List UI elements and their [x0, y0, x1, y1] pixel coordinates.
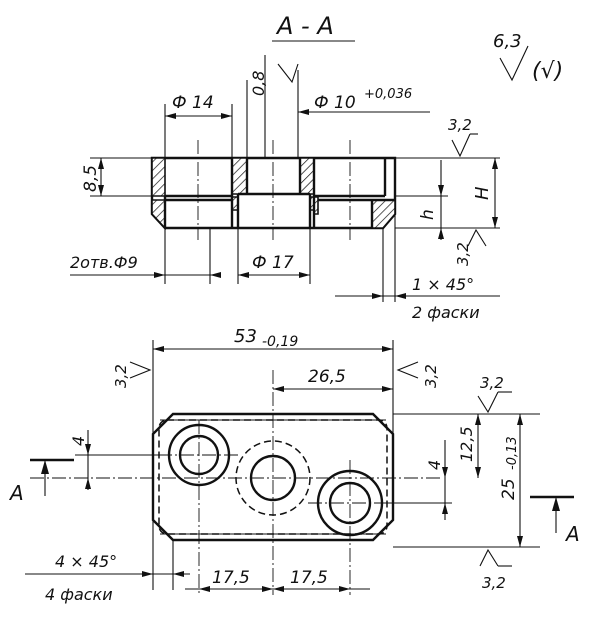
roughness-top-value: 3,2	[448, 116, 472, 134]
corner-chamfer-count: 4 фаски	[45, 585, 113, 604]
section-title: А - А	[275, 12, 334, 40]
dim-chamfer-depth: 0,8	[249, 71, 268, 96]
section-title-group: А - А	[272, 12, 355, 42]
dim-height: 25	[499, 478, 519, 500]
roughness-bottom-value: 3,2	[454, 242, 472, 266]
plan-view: 53 -0,19 26,5 3,2 3,2 3,2 4 4 12,5	[8, 326, 580, 604]
dim-offset-left: 4	[69, 436, 88, 446]
roughness-plan-bottom: 3,2	[482, 574, 506, 592]
section-view: Ф 14 0,8 Ф 10 +0,036 8,5 H h 3,2	[70, 55, 500, 322]
dim-counterbore-depth: 8,5	[81, 165, 101, 192]
hatch-right-bottom	[371, 199, 396, 229]
roughness-plan-top-icon	[477, 391, 499, 414]
general-roughness-value: 6,3	[493, 31, 522, 52]
roughness-plan-left-icon	[129, 361, 152, 379]
dim-half-height: 12,5	[457, 426, 476, 462]
dim-half-width: 26,5	[308, 367, 346, 387]
dim-offset-right: 4	[425, 460, 444, 470]
hole-right-outer	[316, 469, 384, 537]
roughness-top-icon	[451, 133, 471, 158]
dim-width-tol: -0,19	[262, 334, 298, 350]
general-roughness: 6,3 (√)	[493, 31, 563, 84]
roughness-plan-top: 3,2	[480, 374, 504, 392]
roughness-bottom-icon	[467, 228, 487, 247]
dim-height-inner: h	[418, 209, 438, 220]
roughness-plan-right-icon	[396, 361, 419, 379]
hatch-web-left	[231, 157, 248, 195]
roughness-plan-bottom-icon	[479, 548, 499, 567]
dim-spacing-2: 17,5	[290, 568, 328, 588]
roughness-plan-left: 3,2	[112, 364, 130, 388]
hatch-left-top	[151, 157, 166, 197]
dim-counterbore-dia: Ф 14	[172, 93, 214, 113]
dim-center-hole-tol: +0,036	[364, 87, 412, 102]
section-mark-right: А	[564, 522, 580, 546]
general-roughness-other: (√)	[532, 59, 563, 84]
dim-center-hole-dia: Ф 10	[314, 93, 356, 113]
corner-chamfer: 4 × 45°	[55, 552, 117, 571]
hatch-left-bottom	[151, 199, 166, 231]
section-mark-left: А	[8, 481, 24, 505]
roughness-plan-right: 3,2	[422, 364, 440, 388]
dim-height-total: H	[472, 186, 493, 200]
dim-width: 53	[234, 326, 257, 347]
holes-note: 2отв.Ф9	[70, 253, 138, 272]
roughness-check-icon	[499, 45, 529, 82]
dim-height-tol: -0,13	[505, 436, 520, 470]
hatch-web-center-right	[299, 157, 315, 195]
dim-bottom-dia: Ф 17	[252, 253, 294, 273]
chamfer-note: 1 × 45°	[412, 275, 474, 294]
dim-spacing-1: 17,5	[212, 568, 250, 588]
chamfer-count: 2 фаски	[412, 303, 480, 322]
